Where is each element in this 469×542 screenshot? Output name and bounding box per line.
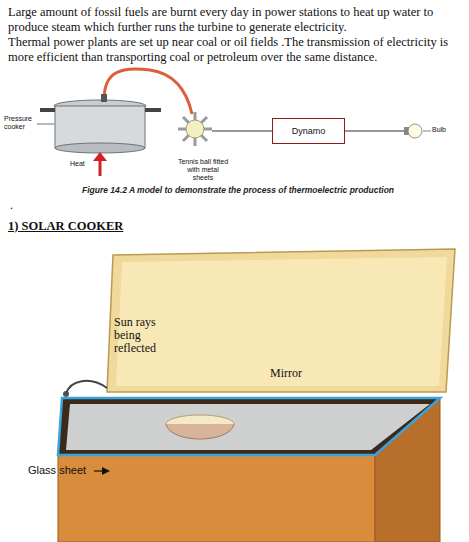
section-heading: 1) SOLAR COOKER	[8, 219, 123, 234]
part-label: Pressure cooker	[4, 115, 38, 131]
hinge-rod	[66, 381, 107, 394]
leader-arrow	[94, 470, 103, 471]
part-label: Heat	[70, 160, 85, 168]
cooker-body	[55, 106, 145, 148]
box-front	[58, 455, 375, 542]
leader-line	[37, 124, 54, 125]
arrowhead	[102, 467, 110, 475]
box-inside	[58, 398, 440, 455]
bulb-glass	[408, 124, 422, 138]
cooker-base	[55, 143, 145, 153]
wire	[345, 131, 406, 132]
box-label: Dynamo	[292, 126, 326, 136]
part-label: Glass sheet	[28, 464, 86, 477]
cooker-handle	[40, 108, 55, 112]
bowl	[166, 424, 234, 439]
heat-arrow	[99, 160, 102, 176]
figure-caption: Figure 14.2 A model to demonstrate the p…	[82, 185, 394, 195]
shaft	[212, 131, 272, 132]
cooker-handle	[145, 108, 161, 112]
paragraph: Thermal power plants are set up near coa…	[8, 35, 464, 65]
part-label: Sun rays being reflected	[114, 316, 174, 355]
part-label: Tennis ball fitted with metal sheets	[176, 158, 230, 182]
mark: .	[10, 198, 13, 212]
dynamo-box: Dynamo	[272, 118, 345, 144]
part-label: Mirror	[270, 366, 302, 380]
mirror-surface	[116, 257, 447, 386]
turbine	[178, 112, 212, 146]
part-label: Bulb	[432, 126, 446, 134]
heat-arrowhead	[93, 152, 107, 161]
leader-line	[423, 131, 431, 132]
paragraph: Large amount of fossil fuels are burnt e…	[8, 5, 464, 35]
glass-sheet	[66, 404, 430, 450]
mirror-lid	[107, 249, 455, 392]
cooker-valve	[101, 94, 107, 102]
glass-edge	[58, 398, 440, 455]
